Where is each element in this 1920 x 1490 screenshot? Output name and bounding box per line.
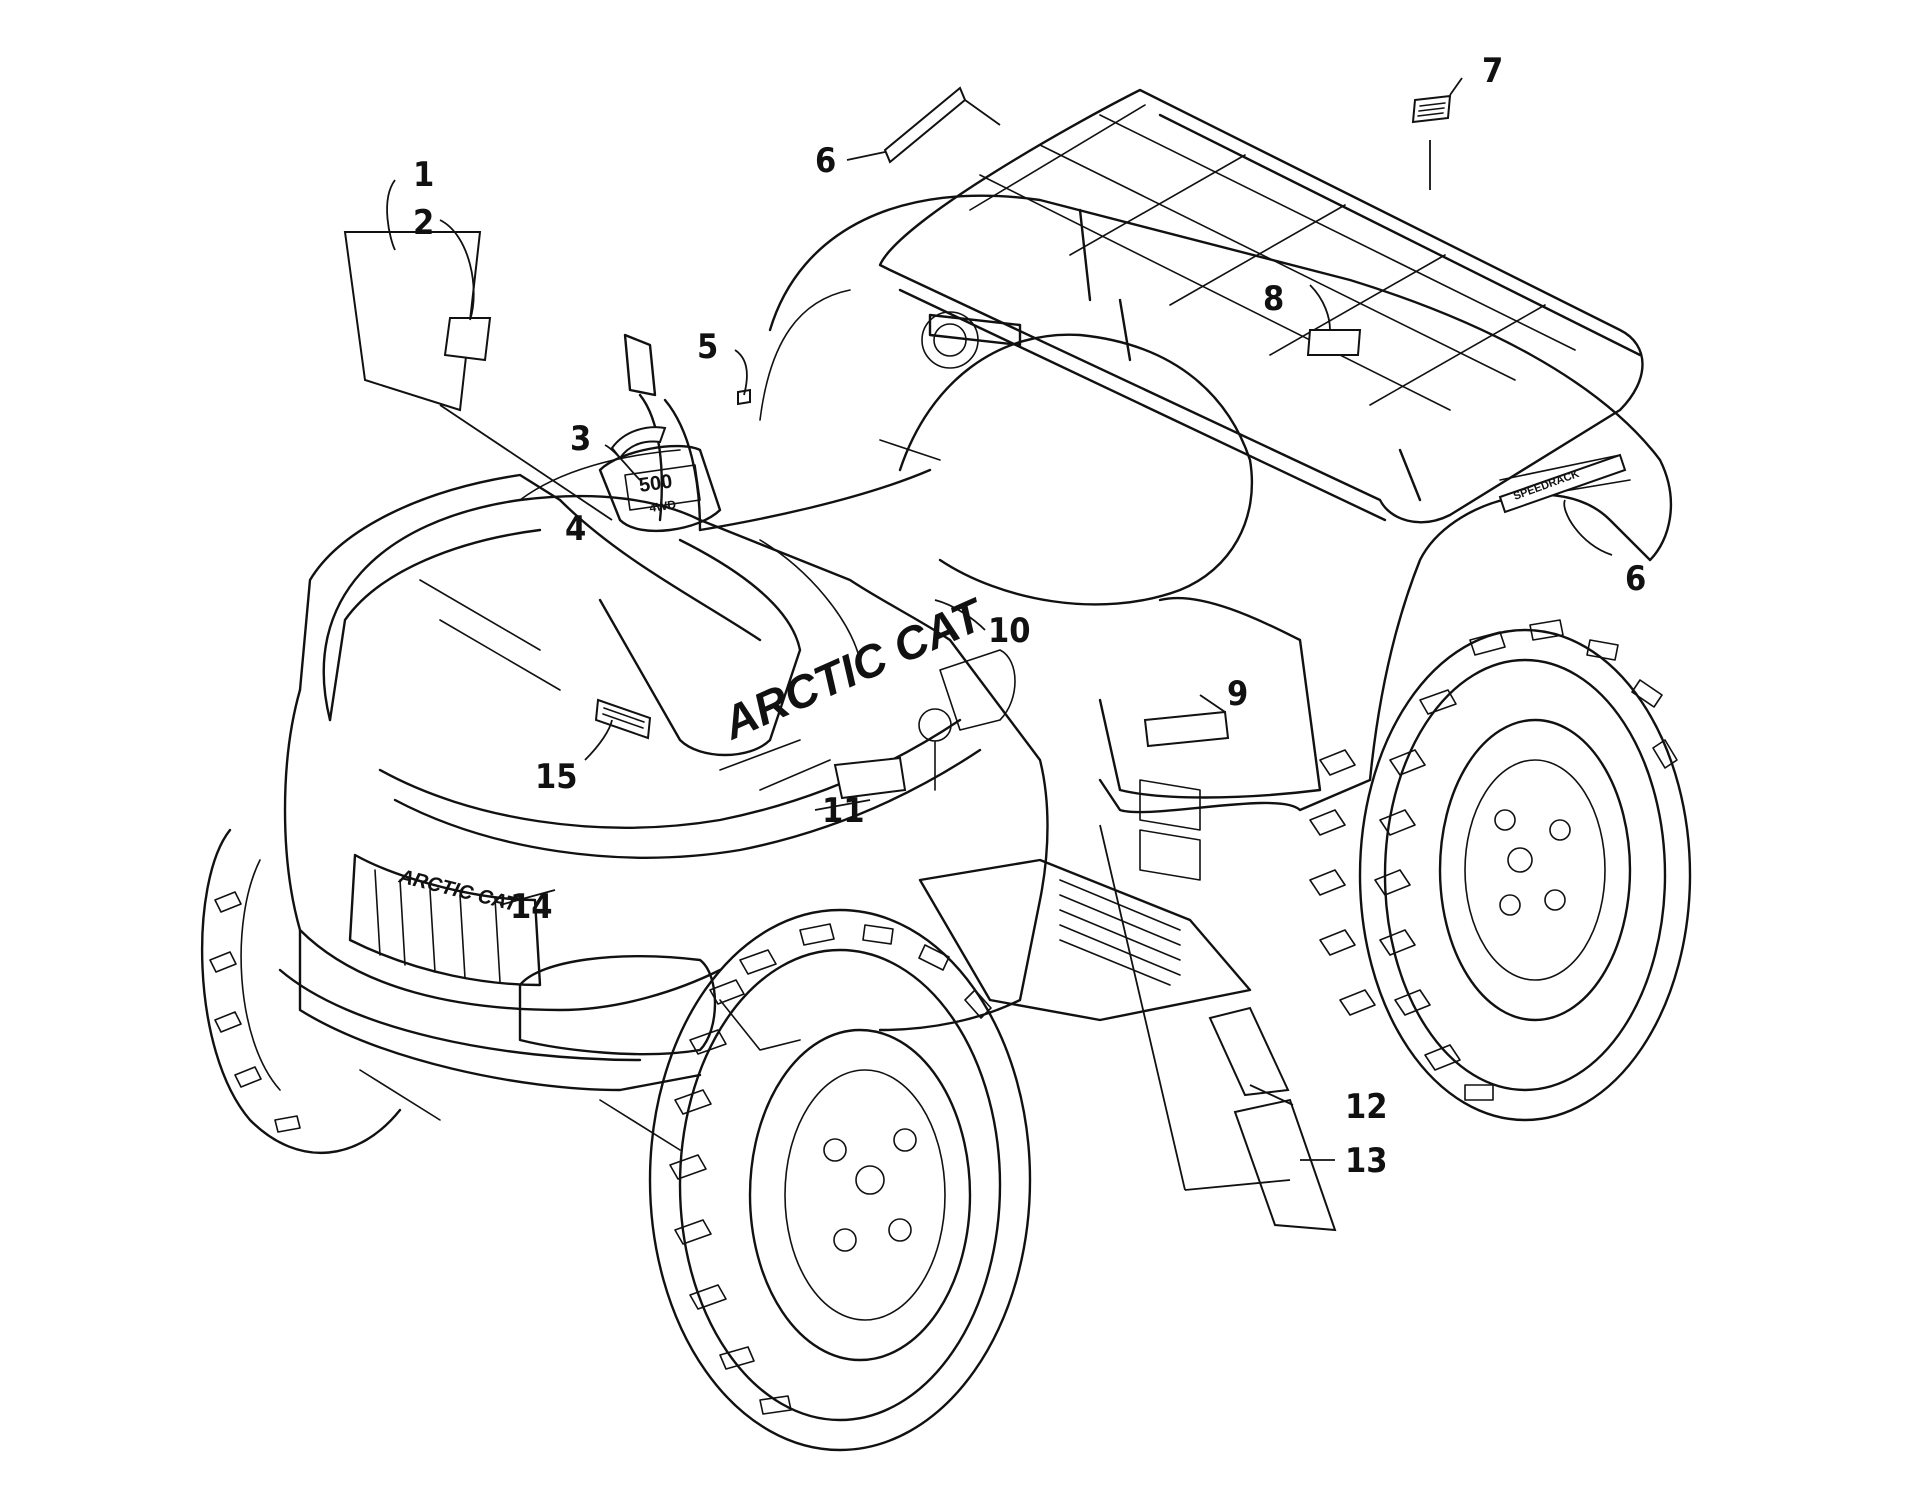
left-grip (623, 333, 657, 397)
callout-11: 11 (822, 791, 865, 831)
callout-6-side: 6 (1625, 559, 1646, 599)
callout-13: 13 (1345, 1141, 1388, 1181)
gauge-pod (598, 444, 722, 533)
decal-14-grille: ARCTIC CAT (396, 865, 521, 916)
callout-5: 5 (697, 327, 718, 367)
callout-14: 14 (510, 887, 553, 927)
decal-8 (1306, 329, 1362, 356)
decal-3 (610, 426, 667, 460)
decal-2 (443, 317, 492, 362)
callout-2: 2 (413, 203, 434, 243)
right-grip (928, 313, 1022, 347)
atv-body (278, 194, 1673, 1151)
rear-left-wheel (201, 828, 402, 1154)
rear-rack (878, 88, 1644, 524)
grille (348, 853, 542, 987)
callout-labels: 1 2 3 4 5 6 6 7 8 9 10 11 12 13 14 15 (413, 51, 1646, 1181)
handlebar-assembly (598, 313, 1022, 791)
front-wheel (648, 908, 1032, 1452)
grille-brand: ARCTIC CAT (396, 865, 521, 916)
decal-6-top (883, 86, 967, 164)
decal-12 (1208, 1006, 1290, 1097)
decal-13 (1233, 1098, 1337, 1232)
decal-9 (1143, 710, 1230, 748)
decal-1 (343, 231, 482, 412)
callout-7: 7 (1482, 51, 1503, 91)
gauge-drive: 4WD (648, 497, 677, 515)
callout-12: 12 (1345, 1087, 1388, 1127)
leader-lines (386, 77, 1613, 1191)
callout-4: 4 (565, 509, 586, 549)
decal-4-gauge: 500 4WD (638, 471, 678, 515)
callout-9: 9 (1227, 674, 1248, 714)
callout-10: 10 (988, 611, 1031, 651)
callout-8: 8 (1263, 279, 1284, 319)
callout-3: 3 (570, 419, 591, 459)
callout-1: 1 (413, 155, 434, 195)
decal-7 (1411, 94, 1452, 124)
callout-6-top: 6 (815, 141, 836, 181)
gauge-number: 500 (638, 471, 674, 497)
decal-15 (594, 698, 652, 740)
decal-11 (833, 756, 907, 800)
front-rack (298, 473, 982, 859)
callout-15: 15 (535, 757, 578, 797)
decal-5 (737, 388, 751, 406)
rear-right-wheel (1309, 619, 1692, 1122)
